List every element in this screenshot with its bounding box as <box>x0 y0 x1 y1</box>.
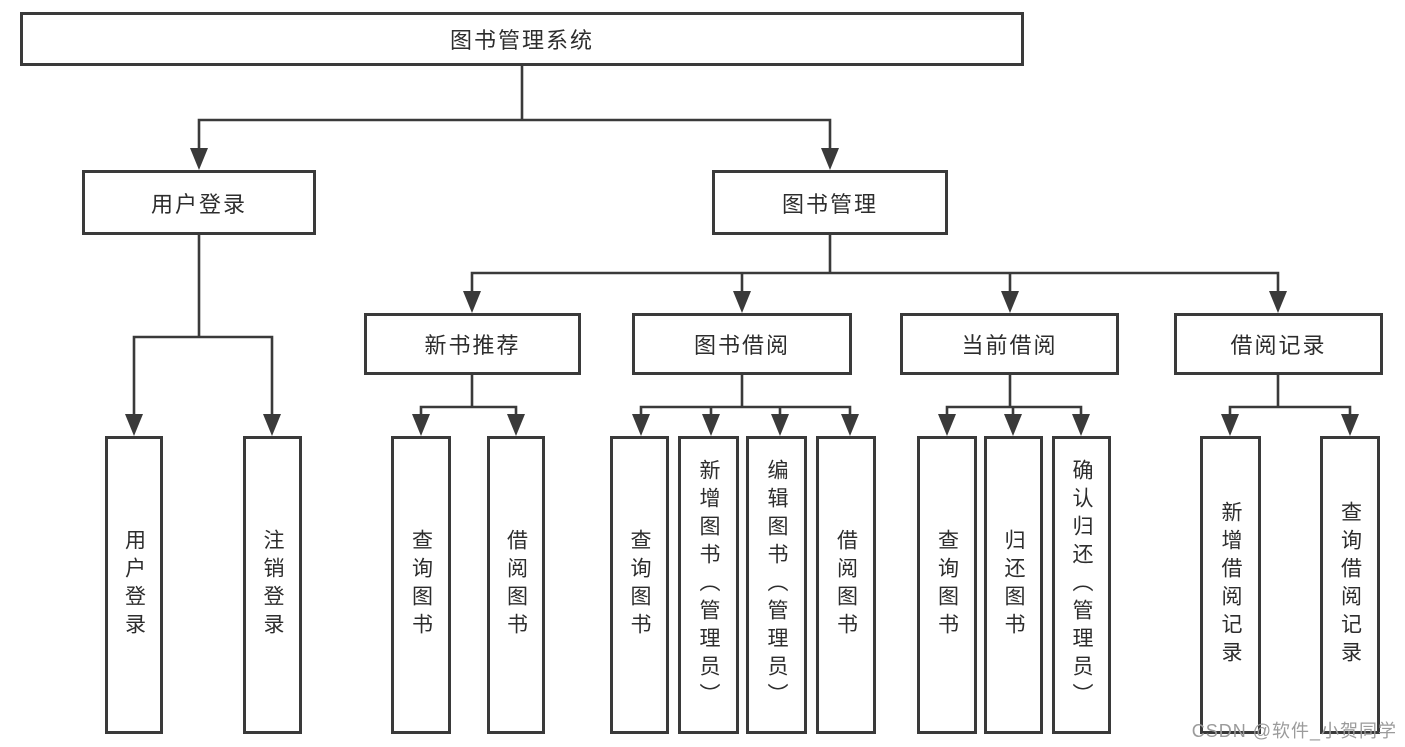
node-book-borrowing: 图书借阅 <box>632 313 852 375</box>
node-br-query-record: 查询借阅记录 <box>1320 436 1380 734</box>
node-label: 确认归还（管理员） <box>1070 459 1093 711</box>
node-label: 借阅图书 <box>504 529 528 641</box>
node-cb-confirm-return-admin: 确认归还（管理员） <box>1052 436 1111 734</box>
node-bb-query-books: 查询图书 <box>610 436 669 734</box>
node-bb-edit-books-admin: 编辑图书（管理员） <box>746 436 807 734</box>
csdn-watermark: CSDN @软件_小贺同学 <box>1191 721 1397 741</box>
node-label: 注销登录 <box>261 529 284 641</box>
node-label: 查询图书 <box>628 529 651 641</box>
node-bb-add-books-admin: 新增图书（管理员） <box>678 436 739 734</box>
node-nbr-query-books: 查询图书 <box>391 436 451 734</box>
node-library-system: 图书管理系统 <box>20 12 1024 66</box>
node-book-management: 图书管理 <box>712 170 948 235</box>
node-new-book-recommend: 新书推荐 <box>364 313 581 375</box>
node-label: 查询借阅记录 <box>1338 501 1362 669</box>
node-current-borrowing: 当前借阅 <box>900 313 1119 375</box>
node-nbr-borrow-books: 借阅图书 <box>487 436 545 734</box>
node-bb-borrow-books: 借阅图书 <box>816 436 876 734</box>
node-logout-action: 注销登录 <box>243 436 302 734</box>
node-cb-return-books: 归还图书 <box>984 436 1043 734</box>
node-user-login-action: 用户登录 <box>105 436 163 734</box>
node-user-login: 用户登录 <box>82 170 316 235</box>
node-label: 新增借阅记录 <box>1219 501 1242 669</box>
node-label: 查询图书 <box>935 529 959 641</box>
node-label: 用户登录 <box>122 529 146 641</box>
node-borrowing-records: 借阅记录 <box>1174 313 1383 375</box>
node-label: 查询图书 <box>409 529 433 641</box>
node-label: 借阅图书 <box>834 529 858 641</box>
node-label: 归还图书 <box>1002 529 1025 641</box>
node-label: 编辑图书（管理员） <box>765 459 788 711</box>
node-cb-query-books: 查询图书 <box>917 436 977 734</box>
node-br-add-record: 新增借阅记录 <box>1200 436 1261 734</box>
node-label: 新增图书（管理员） <box>697 459 720 711</box>
